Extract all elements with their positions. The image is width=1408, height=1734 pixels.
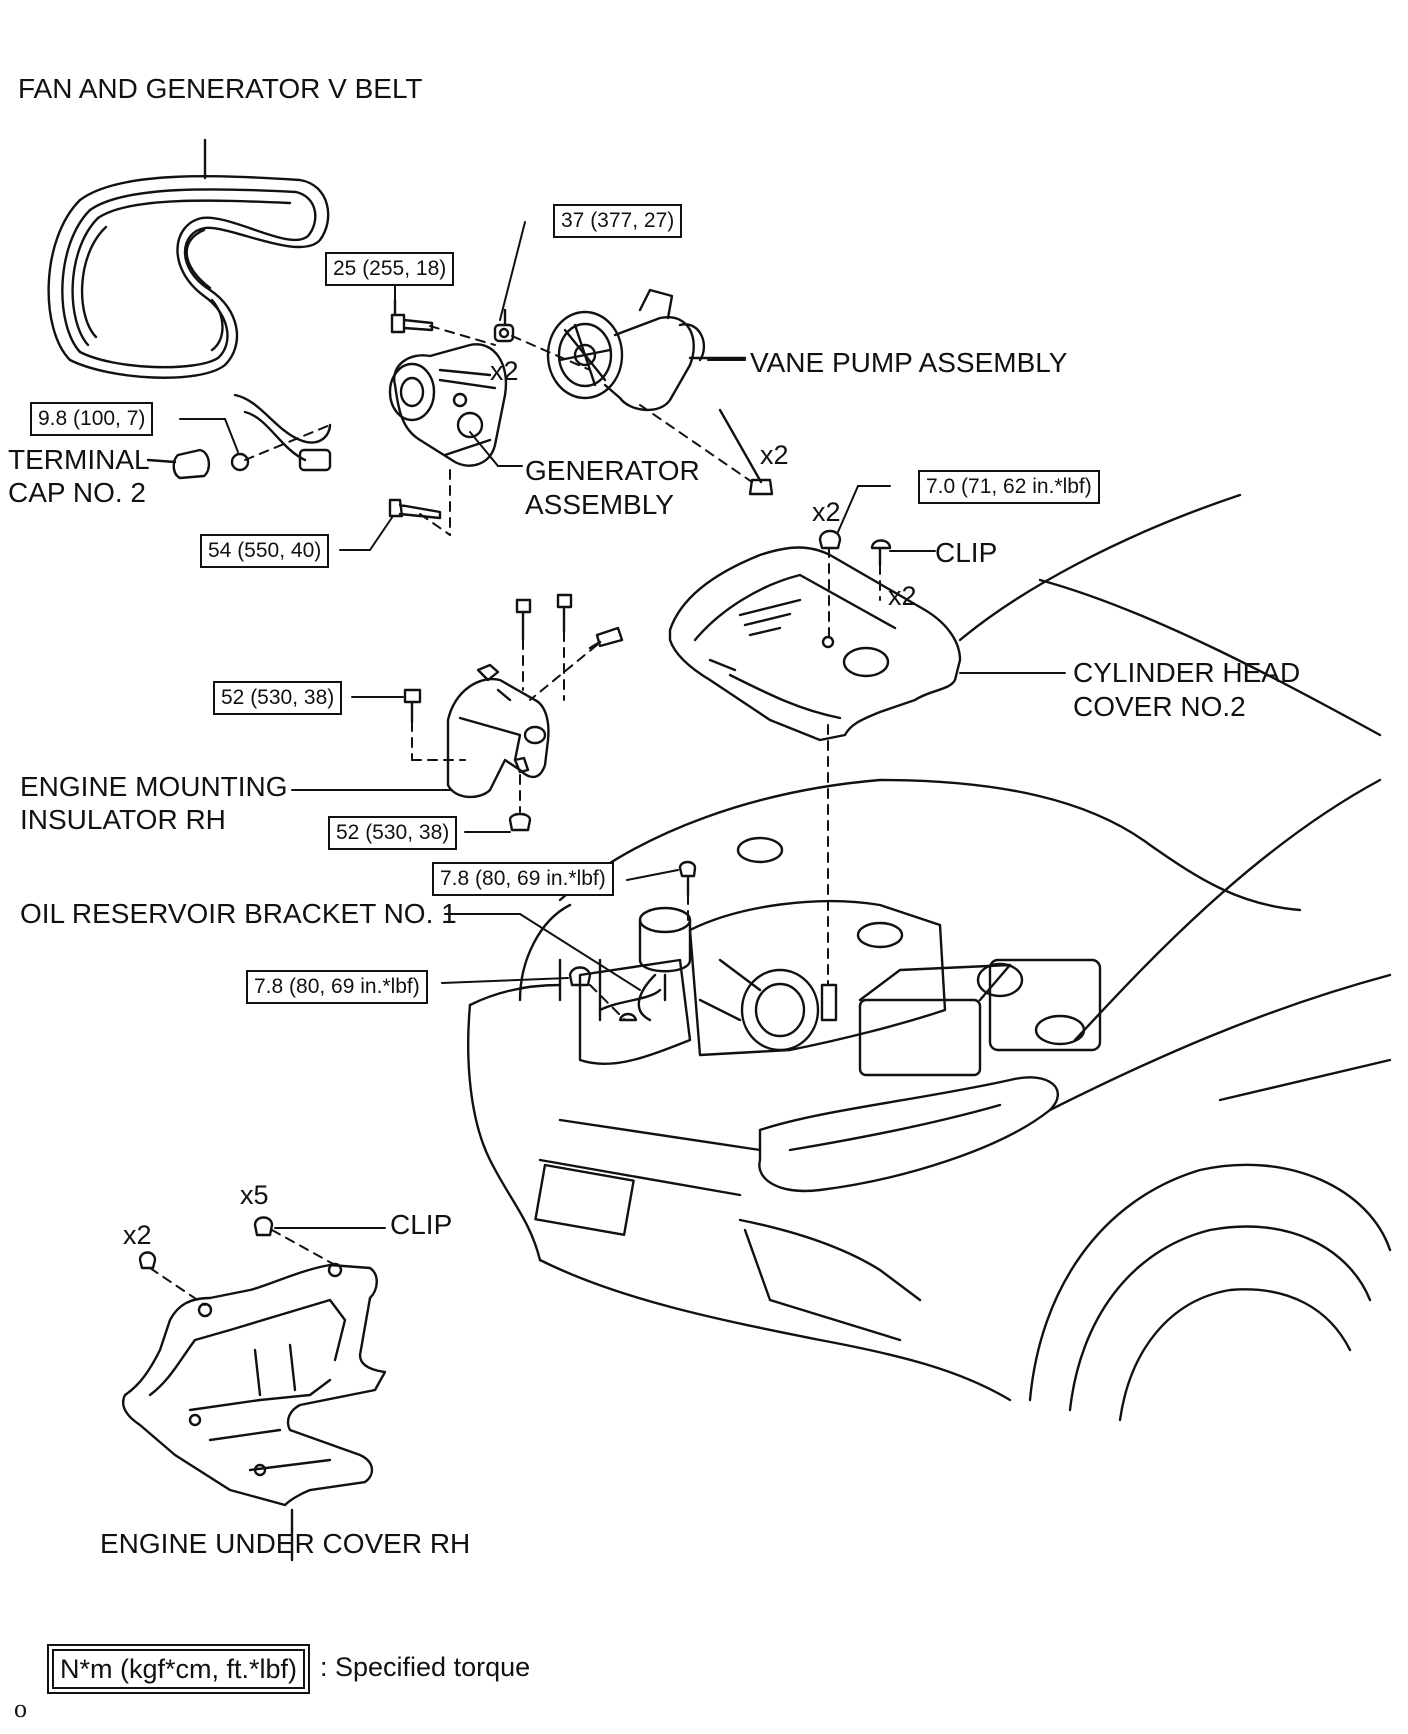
legend-specified-torque: : Specified torque (320, 1652, 531, 1682)
torque-bracket-bolt-upper: 7.8 (80, 69 in.*lbf) (432, 862, 614, 896)
label-under-cover: ENGINE UNDER COVER RH (100, 1528, 471, 1559)
alignment-lines-cover (827, 547, 881, 986)
qty-vane-pump-bolt: x2 (760, 440, 789, 470)
label-terminal-cap-line1: TERMINAL (8, 444, 150, 475)
label-vane-pump: VANE PUMP ASSEMBLY (750, 347, 1068, 378)
generator-drawing (233, 343, 508, 472)
torque-cover-nut: 7.0 (71, 62 in.*lbf) (918, 470, 1100, 504)
engine-mount-drawing (403, 593, 624, 832)
torque-generator-bolt-upper: 25 (255, 18) (325, 252, 455, 286)
torque-mount-nut: 52 (530, 38) (328, 816, 458, 850)
alignment-lines-upper (244, 325, 753, 536)
torque-mount-bolt: 52 (530, 38) (213, 681, 343, 715)
terminal-cap-drawing (146, 448, 211, 480)
fasteners-upper (230, 298, 774, 520)
torque-terminal-nut: 9.8 (100, 7) (30, 402, 154, 436)
alignment-lines-engine (589, 894, 689, 1021)
under-cover-drawing (121, 1216, 387, 1562)
label-clip-bottom: CLIP (390, 1209, 453, 1240)
cylinder-head-cover-drawing (668, 529, 962, 742)
qty-under-cover-bolt: x2 (123, 1220, 152, 1250)
qty-cover-nut: x2 (812, 497, 841, 527)
label-generator-line1: GENERATOR (525, 455, 700, 486)
legend-torque-unit-box: N*m (kgf*cm, ft.*lbf) (52, 1649, 306, 1689)
torque-bracket-bolt-lower: 7.8 (80, 69 in.*lbf) (246, 970, 428, 1004)
label-generator-line2: ASSEMBLY (525, 489, 674, 520)
qty-vane-pump-nut: x2 (490, 356, 519, 386)
leader-lines (179, 221, 1066, 1229)
qty-clip-top: x2 (888, 581, 917, 611)
vane-pump-drawing (546, 288, 747, 412)
label-cylinder-head-line2: COVER NO.2 (1073, 691, 1246, 722)
alignment-lines-under (149, 1229, 336, 1306)
label-oil-reservoir: OIL RESERVOIR BRACKET NO. 1 (20, 898, 457, 929)
label-engine-mount-line1: ENGINE MOUNTING (20, 771, 288, 802)
label-cylinder-head-line1: CYLINDER HEAD (1073, 657, 1301, 688)
torque-vane-pump-nut: 37 (377, 27) (553, 204, 683, 238)
label-fan-belt: FAN AND GENERATOR V BELT (18, 73, 423, 104)
alignment-lines-mount (411, 631, 598, 813)
label-clip-top: CLIP (935, 537, 998, 568)
corner-mark: o (14, 1694, 27, 1723)
car-body-drawing (466, 493, 1392, 1422)
label-terminal-cap-line2: CAP NO. 2 (8, 477, 146, 508)
torque-generator-bolt-lower: 54 (550, 40) (200, 534, 330, 568)
qty-under-cover-clip: x5 (240, 1180, 269, 1210)
label-engine-mount-line2: INSULATOR RH (20, 804, 226, 835)
v-belt-drawing (47, 138, 330, 379)
